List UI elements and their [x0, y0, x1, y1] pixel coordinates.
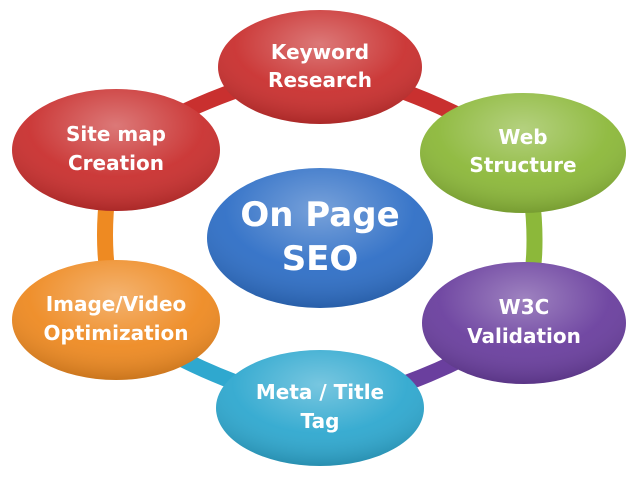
node-image-video-optimization-line2: Optimization — [44, 321, 189, 345]
node-site-map-creation-line2: Creation — [68, 151, 164, 175]
node-meta-title-tag-line2: Tag — [301, 409, 340, 433]
node-keyword-research-gloss — [218, 10, 422, 124]
node-image-video-optimization: Image/Video Optimization — [12, 260, 220, 380]
node-w3c-validation-gloss — [422, 262, 626, 384]
node-web-structure: Web Structure — [420, 93, 626, 213]
node-w3c-validation-line1: W3C — [499, 295, 550, 319]
node-meta-title-tag-line1: Meta / Title — [256, 380, 384, 404]
node-image-video-optimization-gloss — [12, 260, 220, 380]
node-web-structure-gloss — [420, 93, 626, 213]
node-meta-title-tag-gloss — [216, 350, 424, 466]
center-node-line1: On Page — [240, 195, 399, 235]
center-node: On Page SEO — [207, 168, 433, 308]
node-site-map-creation-gloss — [12, 89, 220, 211]
center-node-gloss — [207, 168, 433, 308]
node-web-structure-line1: Web — [498, 125, 547, 149]
node-web-structure-line2: Structure — [469, 153, 576, 177]
node-site-map-creation: Site map Creation — [12, 89, 220, 211]
node-keyword-research-line1: Keyword — [271, 40, 369, 64]
node-meta-title-tag: Meta / Title Tag — [216, 350, 424, 466]
node-keyword-research: Keyword Research — [218, 10, 422, 124]
node-keyword-research-line2: Research — [268, 68, 372, 92]
node-w3c-validation: W3C Validation — [422, 262, 626, 384]
node-image-video-optimization-line1: Image/Video — [46, 292, 187, 316]
node-site-map-creation-line1: Site map — [66, 122, 166, 146]
node-w3c-validation-line2: Validation — [467, 324, 581, 348]
center-node-line2: SEO — [282, 239, 359, 279]
